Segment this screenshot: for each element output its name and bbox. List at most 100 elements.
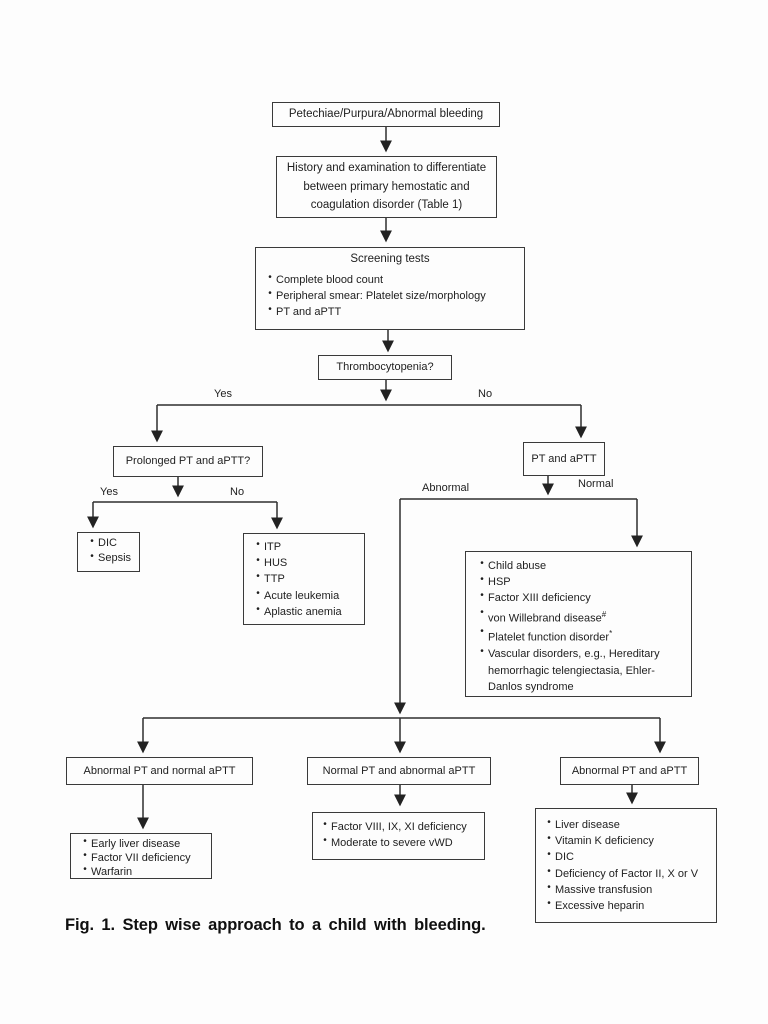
bullet-icon: • bbox=[323, 835, 327, 847]
node-abnboth-label: Abnormal PT and aPTT bbox=[571, 764, 688, 777]
node-abnpt-causes-list: • Early liver disease • Factor VII deficien… bbox=[71, 834, 211, 881]
node-pt-and-aptt: PT and aPTT bbox=[523, 442, 605, 476]
edge-label-pt-abnormal: Abnormal bbox=[422, 482, 470, 494]
node-abnpt-label: Abnormal PT and normal aPTT bbox=[83, 764, 236, 777]
list-item: • Sepsis bbox=[86, 551, 135, 566]
bullet-icon: • bbox=[547, 833, 551, 845]
bullet-icon: • bbox=[480, 646, 484, 658]
list-item: • Warfarin bbox=[79, 864, 207, 879]
list-item: • ITP bbox=[252, 539, 360, 555]
bullet-icon: • bbox=[268, 303, 272, 315]
list-item: • Factor VIII, IX, XI deficiency bbox=[319, 819, 480, 835]
list-item-text: TTP bbox=[264, 573, 285, 586]
node-dic-sepsis-list: •DIC•Sepsis bbox=[78, 533, 139, 568]
list-item-text: Platelet function disorder* bbox=[488, 629, 613, 645]
node-prolonged-pt-aptt: Prolonged PT and aPTT? bbox=[113, 446, 263, 477]
bullet-icon: • bbox=[83, 836, 87, 847]
edge-label-thrombo-yes: Yes bbox=[214, 388, 232, 400]
list-item-text: Early liver disease bbox=[91, 838, 181, 850]
list-item: • Factor XIII deficiency bbox=[476, 590, 687, 606]
list-item-text: Complete blood count bbox=[276, 273, 384, 286]
edge-label-thrombo-no: No bbox=[478, 388, 493, 400]
list-item-text: Sepsis bbox=[98, 552, 132, 564]
list-item: •Child abuse bbox=[476, 558, 687, 574]
list-item: • DIC bbox=[543, 849, 712, 865]
bullet-icon: • bbox=[547, 865, 551, 877]
list-item-text: Peripheral smear: Platelet size/morpholo… bbox=[276, 289, 486, 302]
list-item-text: Factor VII deficiency bbox=[91, 852, 191, 864]
bullet-icon: • bbox=[480, 574, 484, 586]
list-item: • Early liver disease bbox=[79, 836, 207, 851]
bullet-icon: • bbox=[547, 849, 551, 861]
node-petechiae: Petechiae/Purpura/Abnormal bleeding bbox=[272, 102, 500, 127]
node-normal-pt-abnormal-aptt: Normal PT and abnormal aPTT bbox=[307, 757, 491, 785]
list-item-text: PT and aPTT bbox=[276, 305, 342, 318]
bullet-icon: • bbox=[256, 603, 260, 615]
list-item-text: Excessive heparin bbox=[555, 900, 645, 913]
list-item-text: Warfarin bbox=[91, 866, 133, 878]
list-item: •Platelet function disorder* bbox=[476, 626, 687, 646]
list-item: •Vitamin K deficiency bbox=[543, 833, 712, 849]
list-item-text: Child abuse bbox=[488, 560, 547, 572]
bullet-icon: • bbox=[83, 850, 87, 861]
list-item: •Massive transfusion bbox=[543, 882, 712, 898]
node-history-label: History and examination to differentiate… bbox=[286, 162, 487, 212]
list-item: •TTP bbox=[252, 571, 360, 587]
list-item: • Peripheral smear: Platelet size/morphol… bbox=[264, 288, 520, 304]
bullet-icon: • bbox=[480, 590, 484, 602]
edge-label-prolonged-no: No bbox=[230, 486, 245, 498]
list-item: • Moderate to severe vWD bbox=[319, 835, 480, 851]
list-item-text: Factor XIII deficiency bbox=[488, 592, 591, 605]
bullet-icon: • bbox=[268, 287, 272, 299]
list-item-text: DIC bbox=[555, 851, 574, 864]
node-normpt-label: Normal PT and abnormal aPTT bbox=[322, 764, 476, 777]
node-history: History and examination to differentiate… bbox=[276, 156, 497, 218]
list-item-text: HSP bbox=[488, 576, 511, 589]
bullet-icon: • bbox=[547, 898, 551, 910]
node-early-liver-list: • Early liver disease • Factor VII deficien… bbox=[70, 833, 212, 879]
list-item-text: Deficiency of Factor II, X or V bbox=[555, 867, 699, 880]
list-item-text: HUS bbox=[264, 557, 288, 570]
list-item: • PT and aPTT bbox=[264, 304, 520, 320]
list-item-text: Aplastic anemia bbox=[264, 605, 342, 618]
list-item-text: Acute leukemia bbox=[264, 589, 340, 602]
list-item: •von Willebrand disease# bbox=[476, 607, 687, 627]
node-normal-causes-list: •Child abuse•HSP•Factor XIII deficiency•… bbox=[466, 552, 691, 697]
list-item: • Vascular disorders, e.g., Hereditary he… bbox=[476, 646, 687, 695]
node-screening-list: •Complete blood count•Peripheral smear: … bbox=[256, 268, 524, 323]
list-item-text: Liver disease bbox=[555, 819, 620, 831]
list-item-text: ITP bbox=[264, 541, 282, 553]
list-item: • HUS bbox=[252, 555, 360, 571]
node-thrombocytopenia-label: Thrombocytopenia? bbox=[336, 361, 434, 374]
node-screening-title: Screening tests bbox=[350, 253, 430, 265]
list-item: • Factor VII deficiency bbox=[79, 850, 207, 865]
node-thrombocytopenia: Thrombocytopenia? bbox=[318, 355, 452, 380]
node-petechiae-label: Petechiae/Purpura/Abnormal bleeding bbox=[288, 107, 484, 120]
list-item: • HSP bbox=[476, 574, 687, 590]
bullet-icon: • bbox=[83, 864, 87, 875]
node-itp-hus-ttp: •ITP•HUS•TTP•Acute leukemia•Aplastic ane… bbox=[243, 533, 365, 625]
list-item-text: von Willebrand disease# bbox=[488, 609, 607, 625]
list-item: • Acute leukemia bbox=[252, 588, 360, 604]
list-item: • Deficiency of Factor II, X or V bbox=[543, 866, 712, 882]
bullet-icon: • bbox=[256, 587, 260, 599]
bullet-icon: • bbox=[547, 817, 551, 828]
edge-label-pt-normal: Normal bbox=[578, 478, 614, 490]
bullet-icon: • bbox=[323, 819, 327, 830]
node-screening-tests: Screening tests •Complete blood count•Pe… bbox=[255, 247, 525, 330]
node-normpt-causes-list: • Factor VIII, IX, XI deficiency • Moderate… bbox=[313, 813, 484, 853]
edge-label-prolonged-yes: Yes bbox=[100, 486, 118, 498]
node-factor-viii-list: • Factor VIII, IX, XI deficiency • Moderate… bbox=[312, 812, 485, 860]
node-normal-causes: •Child abuse•HSP•Factor XIII deficiency•… bbox=[465, 551, 692, 697]
list-item-text: Vascular disorders, e.g., Hereditary hem… bbox=[488, 648, 660, 693]
list-item-text: Factor VIII, IX, XI deficiency bbox=[331, 821, 467, 833]
bullet-icon: • bbox=[256, 555, 260, 567]
list-item-text: Moderate to severe vWD bbox=[331, 837, 453, 850]
bullet-icon: • bbox=[90, 551, 94, 562]
list-item: • Excessive heparin bbox=[543, 898, 712, 914]
list-item: • Liver disease bbox=[543, 817, 712, 833]
bullet-icon: • bbox=[90, 536, 94, 547]
list-item: •Complete blood count bbox=[264, 272, 520, 288]
bullet-icon: • bbox=[256, 539, 260, 550]
